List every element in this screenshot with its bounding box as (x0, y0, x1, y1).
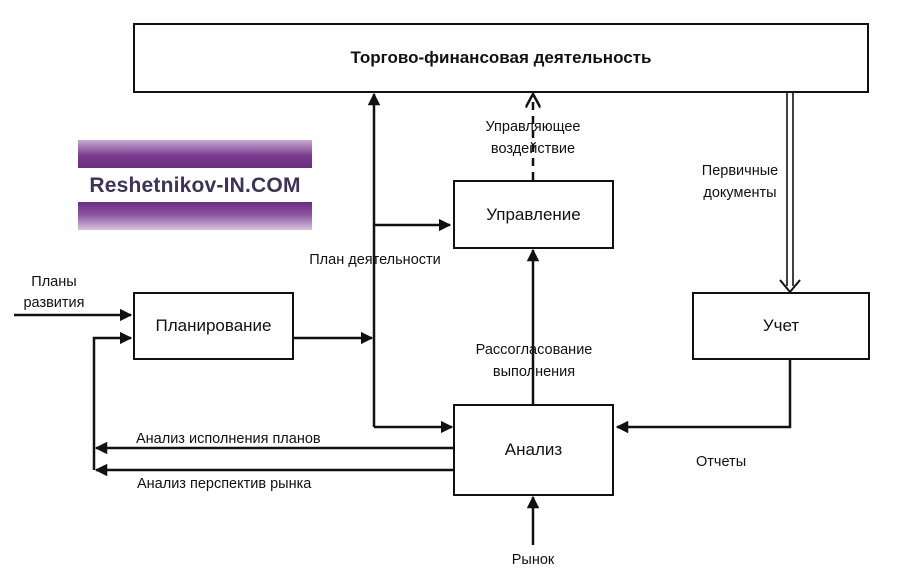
accounting-label: Учет (762, 316, 800, 335)
logo-stripe-bottom (78, 202, 312, 230)
planning-box: Планирование (133, 292, 294, 360)
management-label: Управление (486, 204, 581, 224)
coordination-label: Рассогласование выполнения (459, 339, 609, 383)
reports-arrow (615, 360, 792, 434)
management-box: Управление (453, 180, 614, 249)
accounting-box: Учет (692, 292, 870, 360)
trade-finance-label: Торгово-финансовая деятельность (350, 48, 652, 67)
market-analysis-label: Анализ перспектив рынка (137, 476, 312, 492)
dev-plans-line-1: Планы (31, 274, 77, 290)
feedback-to-planning-arrow (92, 331, 133, 470)
coordination-line-2: выполнения (492, 364, 576, 380)
site-logo: Reshetnikov-IN.COM (78, 140, 312, 232)
analysis-label: Анализ (504, 440, 563, 459)
dev-plans-label: Планы развития (14, 272, 94, 314)
control-action-label: Управляющее воздействие (462, 116, 604, 160)
logo-text: Reshetnikov-IN.COM (89, 174, 301, 197)
control-action-line-1: Управляющее (485, 119, 581, 135)
primary-docs-line-2: документы (703, 185, 777, 201)
control-action-line-2: воздействие (490, 141, 576, 157)
primary-docs-arrowhead (779, 279, 801, 294)
primary-docs-line-1: Первичные (701, 163, 779, 179)
analysis-box: Анализ (453, 404, 614, 496)
market-label: Рынок (511, 552, 555, 568)
trade-finance-box: Торгово-финансовая деятельность (133, 23, 869, 93)
primary-docs-label: Первичные документы (685, 160, 795, 204)
logo-stripe-top (78, 140, 312, 168)
activity-plan-label: План деятельности (309, 252, 441, 268)
planning-label: Планирование (155, 316, 272, 335)
dev-plans-line-2: развития (23, 295, 85, 311)
reports-label: Отчеты (696, 454, 747, 470)
coordination-line-1: Рассогласование (475, 342, 593, 358)
plans-analysis-label: Анализ исполнения планов (136, 431, 321, 447)
